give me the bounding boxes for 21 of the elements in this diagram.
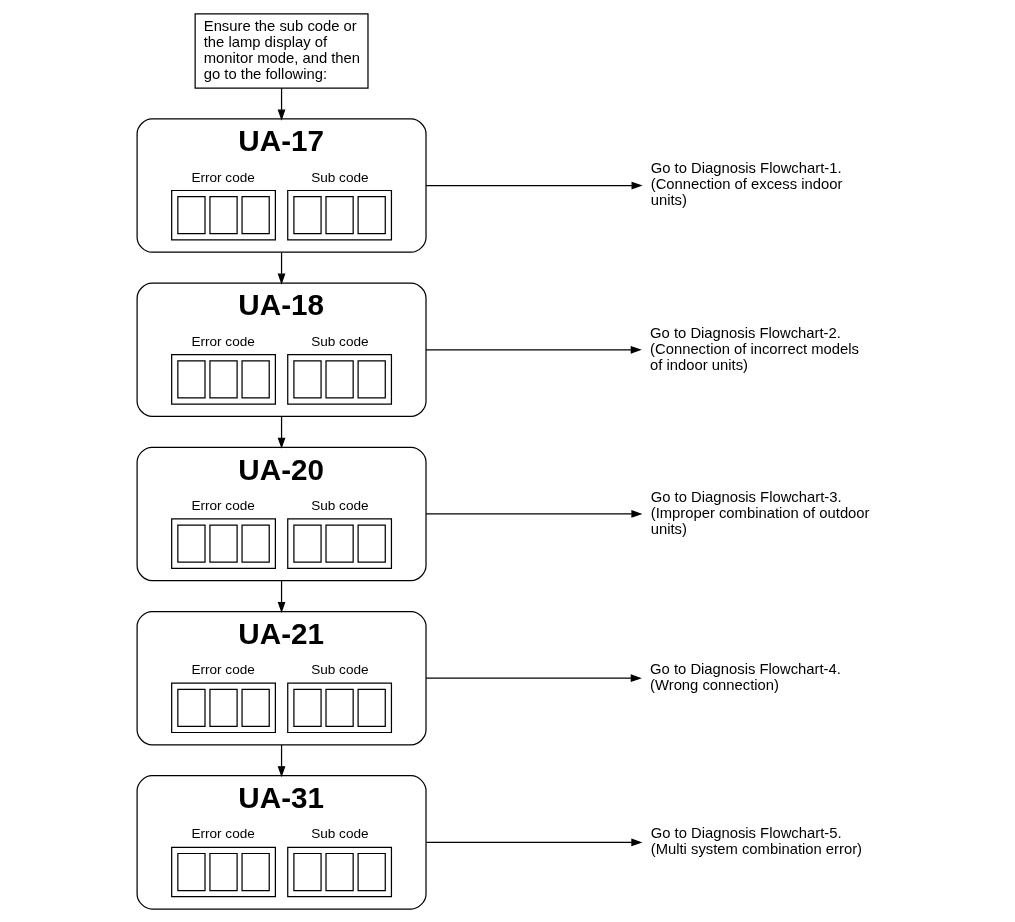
node-box: UA-31 Error code Sub code [136,774,427,910]
arrow [425,181,643,189]
arrow [277,87,286,121]
node-text: Go to Diagnosis Flowchart-1. (Connection of excess indoor units) [650,159,843,208]
node-box: Ensure the sub code or the lamp display of monitor mode, and then go to the following: [194,12,369,89]
arrow [277,251,286,285]
node-text: Go to Diagnosis Flowchart-3. (Improper combination of outdoor units) [650,488,870,537]
node-text: Go to Diagnosis Flowchart-5. (Multi system combination error) [650,824,863,857]
node-box: UA-17 Error code Sub code [136,117,427,253]
arrow [277,415,286,449]
arrow [425,838,643,846]
node-box: UA-21 Error code Sub code [136,610,427,745]
arrow [425,509,643,518]
arrow [277,744,286,777]
node-text: Go to Diagnosis Flowchart-2. (Connection of incorrect models of indoor units) [650,324,860,373]
arrow [425,345,642,354]
node-box: UA-18 Error code Sub code [136,281,427,417]
node-box: UA-20 Error code Sub code [136,446,427,581]
arrow [425,673,642,682]
node-text: Go to Diagnosis Flowchart-4. (Wrong connection) [650,660,841,693]
arrow [277,579,286,613]
